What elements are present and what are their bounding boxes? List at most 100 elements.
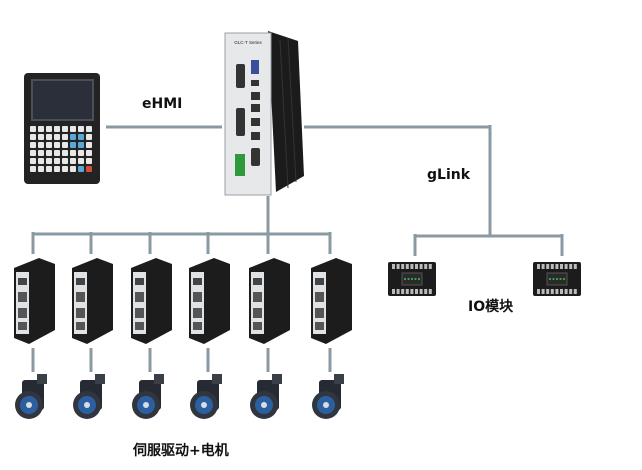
heatsink-fin xyxy=(287,37,297,183)
io-module xyxy=(388,262,436,296)
servo-drive-port xyxy=(315,292,324,302)
io-terminal xyxy=(415,264,418,269)
io-module-label: IO模块 xyxy=(468,299,514,315)
controller-port-usb xyxy=(251,80,259,86)
servo-motor-connector xyxy=(272,374,282,384)
hmi-key xyxy=(70,126,76,132)
io-terminal xyxy=(415,289,418,294)
servo-motor-connector xyxy=(334,374,344,384)
controller-port-ethernet xyxy=(251,132,260,140)
hmi-key xyxy=(46,166,52,172)
servo-drive-port xyxy=(76,308,85,318)
hmi-key xyxy=(38,126,44,132)
hmi-key xyxy=(78,158,84,164)
io-terminal xyxy=(396,289,400,294)
servo-motor-shaft xyxy=(84,402,90,408)
hmi-key xyxy=(54,126,60,132)
hmi-key xyxy=(78,166,84,172)
io-terminal xyxy=(537,264,540,269)
io-terminal xyxy=(550,289,554,294)
io-terminal xyxy=(410,264,414,269)
controller-port-db xyxy=(251,148,260,166)
servo-drive-port xyxy=(253,292,262,302)
hmi-key xyxy=(86,142,92,148)
servo-drive-port xyxy=(253,322,262,330)
hmi-key xyxy=(30,126,36,132)
io-module xyxy=(533,262,581,296)
io-terminal xyxy=(564,289,568,294)
controller-port-db xyxy=(236,108,245,136)
servo-motor-connector xyxy=(212,374,222,384)
hmi-key xyxy=(86,158,92,164)
hmi-key xyxy=(86,150,92,156)
io-led xyxy=(559,277,562,281)
io-terminal xyxy=(541,289,545,294)
servo-drive xyxy=(14,258,55,344)
hmi-panel xyxy=(24,73,100,184)
servo-drive-port xyxy=(18,308,27,318)
io-terminal xyxy=(401,289,405,294)
hmi-key xyxy=(38,166,44,172)
hmi-key xyxy=(46,142,52,148)
servo-drive-display xyxy=(315,278,324,285)
io-terminal xyxy=(569,264,573,269)
hmi-key xyxy=(78,134,84,140)
servo-drive xyxy=(311,258,352,344)
servo-motor xyxy=(312,374,344,419)
hmi-key xyxy=(86,166,92,172)
servo-motor-connector xyxy=(37,374,47,384)
hmi-key xyxy=(62,150,68,156)
hmi-key xyxy=(78,126,84,132)
hmi-key xyxy=(38,150,44,156)
servo-motor-connector xyxy=(154,374,164,384)
io-terminal xyxy=(573,289,577,294)
hmi-key xyxy=(46,126,52,132)
servo-motor xyxy=(132,374,164,419)
servo-motor-shaft xyxy=(261,402,267,408)
hmi-screen xyxy=(31,79,94,121)
hmi-key xyxy=(54,158,60,164)
hmi-key xyxy=(70,142,76,148)
io-terminal xyxy=(392,264,395,269)
hmi-key xyxy=(62,158,68,164)
hmi-key xyxy=(70,166,76,172)
servo-motor-shaft xyxy=(323,402,329,408)
servo-drive-display xyxy=(135,278,144,285)
io-terminal xyxy=(424,264,428,269)
hmi-key xyxy=(62,126,68,132)
servo-drive-port xyxy=(193,292,202,302)
io-terminal xyxy=(428,264,432,269)
controller-port-ethernet xyxy=(251,92,260,100)
io-led xyxy=(562,277,566,281)
controller-port-ethernet xyxy=(251,104,260,112)
io-terminal xyxy=(419,289,423,294)
ehmi-label: eHMI xyxy=(142,96,183,112)
servo-drive xyxy=(189,258,230,344)
controller-port-vga xyxy=(251,60,259,74)
io-led xyxy=(555,277,559,281)
servo-motor xyxy=(15,374,47,419)
io-terminal xyxy=(546,289,550,294)
servo-motor-shaft xyxy=(26,402,32,408)
hmi-key xyxy=(46,134,52,140)
motion-controller: GLC-T Series xyxy=(224,31,304,196)
io-terminal xyxy=(537,289,540,294)
servo-drive xyxy=(72,258,113,344)
servo-motor-connector xyxy=(95,374,105,384)
io-led xyxy=(414,277,417,281)
io-terminal xyxy=(405,289,409,294)
io-terminal xyxy=(410,289,414,294)
hmi-keypad xyxy=(30,126,92,172)
hmi-key xyxy=(54,134,60,140)
servo-drive-port xyxy=(193,322,202,330)
hmi-key xyxy=(30,134,36,140)
io-terminal xyxy=(564,264,568,269)
controller-port-serial xyxy=(236,64,245,88)
io-terminal xyxy=(541,264,545,269)
io-led xyxy=(417,277,421,281)
servo-drive-port xyxy=(135,322,144,330)
servo-motor xyxy=(250,374,282,419)
hmi-key xyxy=(30,166,36,172)
servo-motor-shaft xyxy=(143,402,149,408)
hmi-key xyxy=(38,142,44,148)
